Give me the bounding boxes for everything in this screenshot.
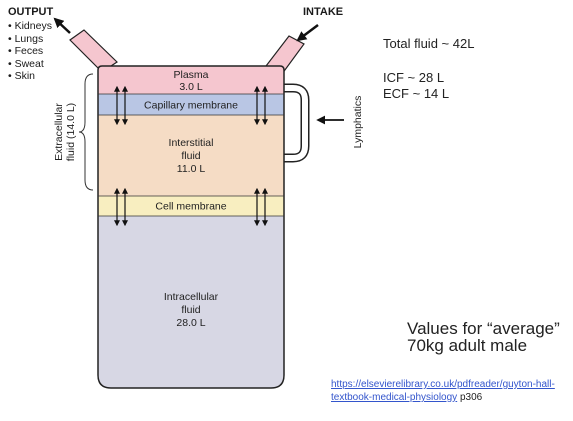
- ecf-text: ECF ~ 14 L: [383, 86, 450, 101]
- lymphatics-label: Lymphatics: [352, 96, 364, 149]
- output-item-lungs: Lungs: [8, 33, 52, 46]
- intracellular-region: [98, 216, 284, 388]
- extracellular-brace: [78, 73, 94, 191]
- source-page: p306: [457, 392, 483, 403]
- extracellular-label-2: fluid (14.0 L): [65, 103, 77, 161]
- intracellular-label-1: Intracellular: [164, 291, 219, 303]
- output-item-feces: Feces: [8, 45, 52, 58]
- output-item-skin: Skin: [8, 70, 52, 83]
- interstitial-volume: 11.0 L: [177, 163, 206, 175]
- capillary-membrane-band: [98, 94, 284, 115]
- icf-text: ICF ~ 28 L: [383, 70, 445, 85]
- interstitial-label-1: Interstitial: [169, 137, 214, 149]
- source-link[interactable]: https://elsevierelibrary.co.uk/pdfreader…: [331, 379, 555, 403]
- output-arrow: [53, 17, 71, 34]
- output-item-sweat: Sweat: [8, 58, 52, 71]
- intake-title: INTAKE: [303, 6, 344, 18]
- interstitial-label-2: fluid: [181, 150, 200, 162]
- output-item-kidneys: Kidneys: [8, 20, 52, 33]
- output-title: OUTPUT: [8, 6, 54, 18]
- lymphatics-loop-fill: [284, 85, 308, 161]
- lymphatics-loop: [284, 83, 310, 163]
- plasma-region: [98, 66, 284, 94]
- plasma-volume: 3.0 L: [179, 81, 203, 93]
- container-outline: [97, 65, 285, 389]
- cell-membrane-label: Cell membrane: [155, 201, 226, 213]
- total-fluid-text: Total fluid ~ 42L: [383, 36, 475, 51]
- plasma-label: Plasma: [173, 69, 208, 81]
- intracellular-volume: 28.0 L: [176, 317, 205, 329]
- intake-arrow: [296, 24, 319, 42]
- source-citation: https://elsevierelibrary.co.uk/pdfreader…: [331, 378, 563, 404]
- capillary-membrane-label: Capillary membrane: [144, 100, 238, 112]
- interstitial-region: [98, 115, 284, 196]
- cell-membrane-band: [98, 196, 284, 216]
- values-note: Values for “average” 70kg adult male: [407, 319, 560, 355]
- extracellular-label-1: Extracellular: [53, 103, 65, 161]
- intracellular-label-2: fluid: [181, 304, 200, 316]
- output-list: Kidneys Lungs Feces Sweat Skin: [8, 20, 52, 83]
